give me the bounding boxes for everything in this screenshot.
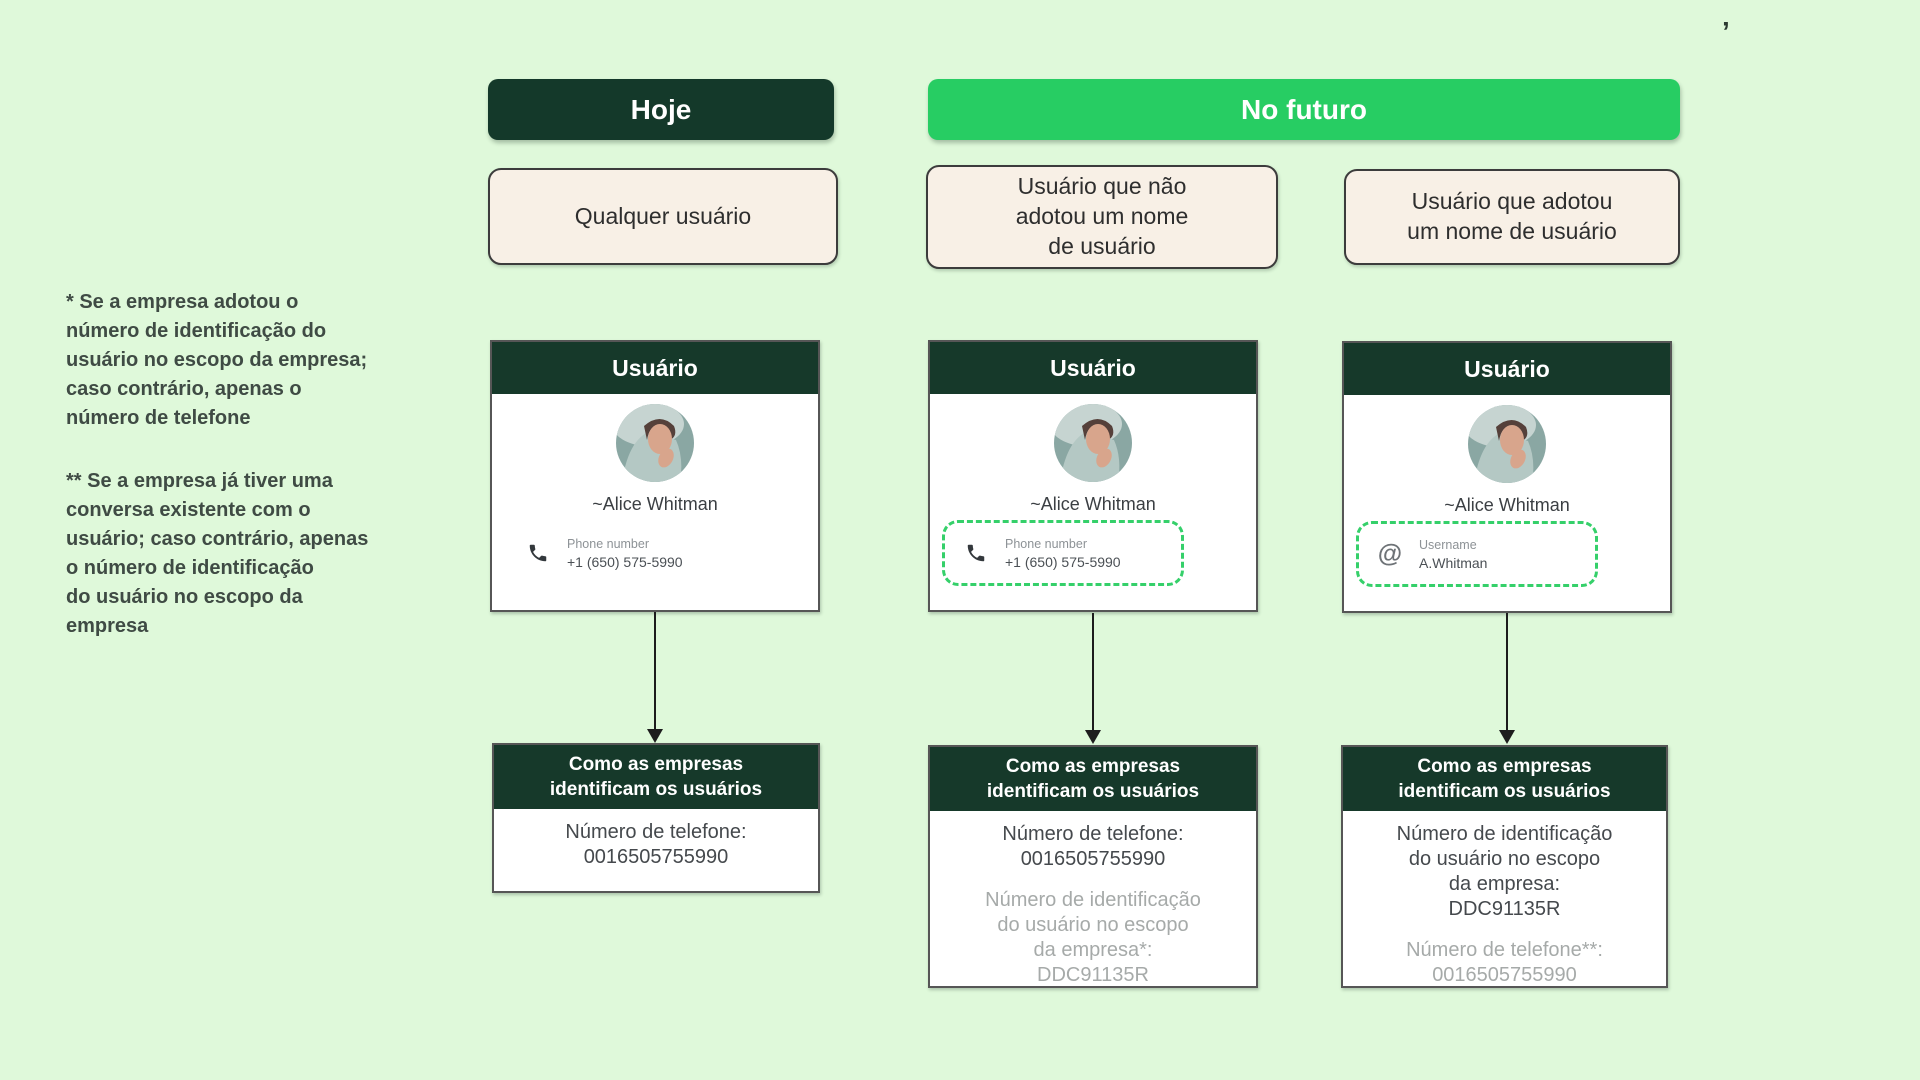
identification-secondary: Número de identificação do usuário no es… — [985, 889, 1201, 986]
user-card-title: Usuário — [930, 342, 1256, 394]
arrowhead-icon — [647, 729, 663, 743]
identification-card-no-username: Como as empresas identificam os usuários… — [928, 745, 1258, 988]
phone-field-highlighted: Phone number +1 (650) 575-5990 — [942, 520, 1184, 586]
identification-card-title: Como as empresas identificam os usuários — [1343, 747, 1666, 811]
avatar — [1054, 404, 1132, 482]
contact-text: Username A.Whitman — [1419, 538, 1487, 571]
identification-primary: Número de identificação do usuário no es… — [1396, 823, 1613, 920]
identification-card-today: Como as empresas identificam os usuários… — [492, 743, 820, 893]
at-icon: @ — [1377, 539, 1403, 568]
stray-mark: ’ — [1722, 16, 1730, 47]
contact-label: Phone number — [567, 536, 650, 551]
user-name: ~Alice Whitman — [1444, 495, 1570, 515]
username-field-highlighted: @ Username A.Whitman — [1356, 521, 1598, 587]
avatar — [616, 404, 694, 482]
phone-icon — [525, 542, 551, 564]
header-pill-today: Hoje — [488, 79, 834, 140]
phone-icon — [963, 542, 989, 564]
identification-primary: Número de telefone: 0016505755990 — [565, 821, 747, 868]
header-pill-future: No futuro — [928, 79, 1680, 140]
identification-secondary: Número de telefone**: 0016505755990 — [1406, 939, 1603, 986]
contact-label: Phone number — [1005, 536, 1088, 551]
user-card-title: Usuário — [492, 342, 818, 394]
identification-card-has-username: Como as empresas identificam os usuários… — [1341, 745, 1668, 988]
identification-card-title: Como as empresas identificam os usuários — [930, 747, 1256, 811]
identification-card-title: Como as empresas identificam os usuários — [494, 745, 818, 809]
contact-text: Phone number +1 (650) 575-5990 — [1005, 537, 1121, 570]
contact-text: Phone number +1 (650) 575-5990 — [567, 537, 683, 570]
down-arrow — [1085, 613, 1101, 745]
category-box-has-username: Usuário que adotou um nome de usuário — [1344, 169, 1680, 265]
user-card-has-username: Usuário ~Alice Whitman @ Username — [1342, 341, 1672, 613]
user-card-today: Usuário ~Alice Whitman Phone number — [490, 340, 820, 612]
user-name: ~Alice Whitman — [1030, 494, 1156, 514]
footnote-double-asterisk: ** Se a empresa já tiver uma conversa ex… — [66, 470, 369, 637]
user-card-no-username: Usuário ~Alice Whitman Phone number — [928, 340, 1258, 612]
identification-primary: Número de telefone: 0016505755990 — [1002, 823, 1184, 870]
phone-field: Phone number +1 (650) 575-5990 — [504, 520, 746, 586]
category-box-any-user: Qualquer usuário — [488, 168, 838, 265]
avatar — [1468, 405, 1546, 483]
contact-label: Username — [1419, 537, 1477, 552]
user-name: ~Alice Whitman — [592, 494, 718, 514]
arrowhead-icon — [1085, 730, 1101, 744]
contact-value: A.Whitman — [1419, 554, 1488, 571]
contact-value: +1 (650) 575-5990 — [1005, 553, 1121, 570]
user-card-title: Usuário — [1344, 343, 1670, 395]
footnote-single-asterisk: * Se a empresa adotou o número de identi… — [66, 291, 368, 429]
down-arrow — [1499, 613, 1515, 745]
contact-value: +1 (650) 575-5990 — [567, 553, 683, 570]
down-arrow — [647, 612, 663, 744]
arrowhead-icon — [1499, 730, 1515, 744]
header-pill-today-label: Hoje — [630, 93, 692, 125]
category-box-no-username: Usuário que não adotou um nome de usuári… — [926, 165, 1278, 269]
header-pill-future-label: No futuro — [1241, 93, 1367, 125]
